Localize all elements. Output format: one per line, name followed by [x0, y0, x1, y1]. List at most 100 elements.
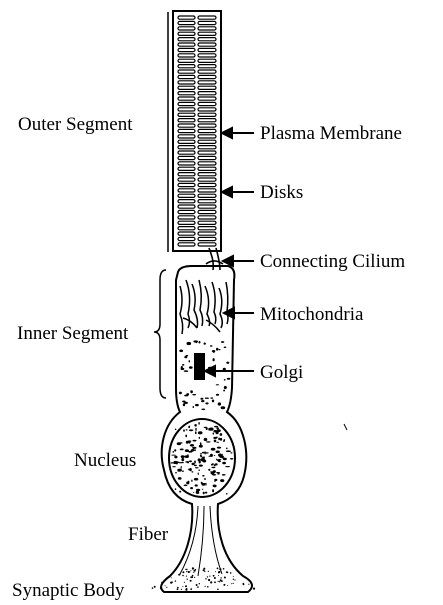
disk	[178, 113, 195, 116]
disk	[178, 173, 195, 176]
cytoplasm-granule	[175, 429, 177, 431]
synaptic-vesicle	[175, 580, 176, 581]
synaptic-vesicle	[220, 577, 221, 578]
cytoplasm-granule	[223, 390, 225, 392]
synaptic-vesicle	[192, 569, 193, 570]
chromatin-clump	[213, 432, 214, 434]
chromatin-clump	[187, 441, 191, 442]
chromatin-clump	[174, 456, 177, 459]
disk	[178, 237, 195, 240]
disk	[198, 227, 216, 230]
disk	[178, 70, 195, 73]
chromatin-clump	[213, 485, 217, 488]
synaptic-vesicle	[217, 568, 219, 570]
chromatin-clump	[189, 460, 192, 462]
chromatin-clump	[204, 451, 205, 454]
disk	[198, 156, 216, 159]
inner-segment-bracket	[154, 270, 166, 398]
synaptic-vesicle	[218, 575, 219, 576]
chromatin-clump	[218, 460, 221, 462]
disk	[198, 119, 216, 122]
synaptic-vesicle	[233, 576, 234, 577]
disk	[198, 86, 216, 89]
cytoplasm-granule	[224, 347, 227, 349]
synaptic-vesicle	[161, 582, 163, 584]
disk	[178, 16, 195, 19]
disk	[198, 113, 216, 116]
cytoplasm-granule	[224, 379, 226, 381]
chromatin-clump	[214, 440, 217, 443]
chromatin-clump	[193, 440, 197, 442]
disk	[198, 178, 216, 181]
chromatin-clump	[185, 455, 189, 458]
chromatin-clump	[202, 489, 204, 490]
chromatin-clump	[204, 478, 206, 480]
synaptic-vesicle	[219, 581, 220, 582]
chromatin-clump	[194, 449, 196, 451]
chromatin-clump	[214, 426, 218, 428]
synaptic-vesicle	[197, 586, 198, 587]
synaptic-vesicle	[233, 583, 234, 584]
synaptic-vesicle	[207, 576, 208, 577]
synaptic-vesicle	[231, 583, 232, 584]
disk	[198, 129, 216, 132]
disk	[178, 27, 195, 30]
chromatin-clump	[181, 458, 184, 461]
disk	[198, 232, 216, 235]
chromatin-clump	[195, 431, 197, 434]
chromatin-clump	[199, 465, 203, 467]
disk	[198, 162, 216, 165]
cytoplasm-granule	[210, 345, 213, 346]
chromatin-clump	[194, 424, 196, 427]
cytoplasm-granule	[196, 341, 198, 344]
synaptic-vesicle	[196, 584, 198, 586]
chromatin-clump	[186, 429, 188, 430]
chromatin-clump	[214, 464, 216, 466]
synaptic-vesicle	[233, 579, 234, 580]
chromatin-clump	[212, 463, 214, 465]
disk	[198, 27, 216, 30]
chromatin-clump	[184, 485, 188, 487]
chromatin-clump	[202, 452, 205, 454]
disk	[178, 189, 195, 192]
cytoplasm-granule	[226, 362, 229, 364]
chromatin-clump	[177, 470, 181, 471]
chromatin-clump	[177, 442, 181, 445]
synaptic-vesicle	[177, 588, 179, 590]
chromatin-clump	[216, 472, 220, 473]
chromatin-clump	[217, 447, 221, 449]
label-plasma-membrane: Plasma Membrane	[260, 123, 402, 144]
disk	[198, 146, 216, 149]
synaptic-vesicle	[207, 586, 209, 588]
synaptic-vesicle	[190, 588, 192, 590]
cytoplasm-granule	[204, 343, 206, 345]
chromatin-clump	[186, 481, 189, 484]
disk	[178, 140, 195, 143]
synaptic-vesicle	[243, 584, 245, 586]
chromatin-clump	[218, 459, 222, 460]
chromatin-clump	[230, 452, 232, 453]
disk	[178, 200, 195, 203]
chromatin-clump	[198, 422, 199, 425]
disk	[198, 81, 216, 84]
synaptic-vesicle	[214, 577, 216, 579]
chromatin-clump	[212, 489, 214, 492]
chromatin-clump	[174, 461, 177, 464]
disk	[198, 216, 216, 219]
chromatin-clump	[185, 435, 187, 438]
chromatin-clump	[225, 466, 230, 467]
disk	[178, 146, 195, 149]
disk	[178, 54, 195, 57]
label-golgi: Golgi	[260, 362, 303, 383]
synaptic-vesicle	[193, 568, 194, 569]
label-mitochondria: Mitochondria	[260, 304, 364, 325]
disk	[178, 210, 195, 213]
synaptic-vesicle	[248, 584, 249, 585]
synaptic-vesicle	[215, 571, 216, 572]
synaptic-vesicle	[194, 577, 195, 578]
chromatin-clump	[192, 447, 196, 449]
disk	[198, 194, 216, 197]
mitochondrion	[206, 320, 220, 332]
cytoplasm-granule	[199, 341, 201, 344]
disk	[178, 38, 195, 41]
